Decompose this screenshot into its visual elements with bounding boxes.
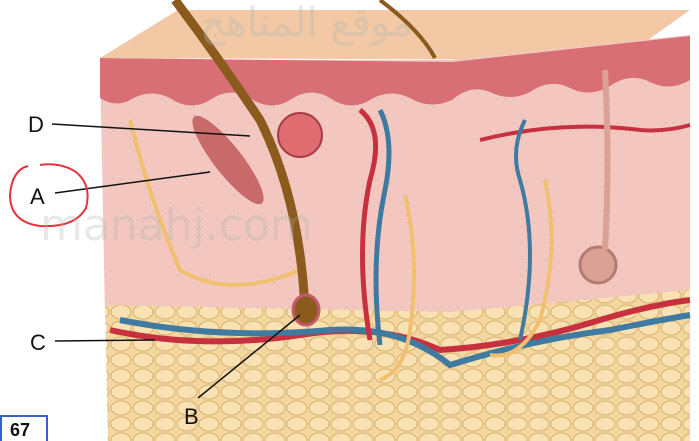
subcutaneous-fat-right <box>452 290 690 441</box>
label-b: B <box>184 404 199 430</box>
leader-line-c <box>55 340 155 341</box>
label-c: C <box>30 330 46 356</box>
sweat-gland <box>580 247 616 283</box>
sweat-duct <box>605 70 608 250</box>
watermark-arabic: موقع المناهج <box>200 0 413 46</box>
watermark-latin: manahj.com <box>40 200 313 251</box>
label-d: D <box>28 112 44 138</box>
page-number: 67 <box>0 415 48 441</box>
sebaceous-gland <box>278 113 322 157</box>
hair-bulb <box>293 295 319 325</box>
label-a: A <box>30 184 45 210</box>
